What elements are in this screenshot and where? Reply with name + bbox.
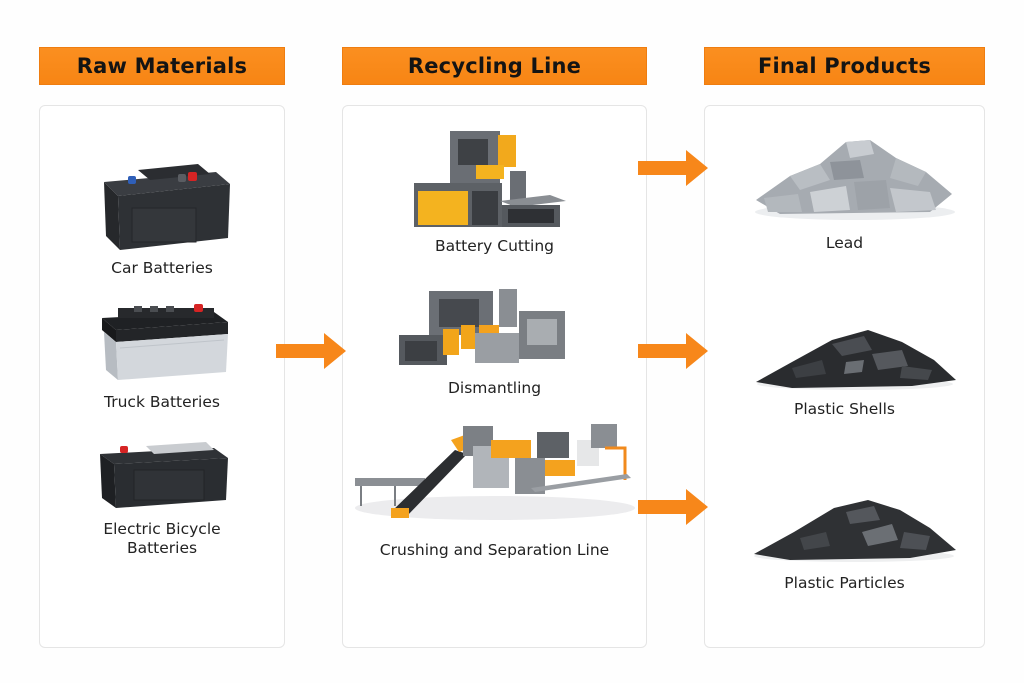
arrow-to-plastic-particles-icon	[638, 489, 708, 525]
header-raw-materials: Raw Materials	[39, 47, 285, 85]
lead-pile-image	[755, 140, 955, 220]
arrow-to-lead-icon	[638, 150, 708, 186]
header-recycling-line: Recycling Line	[342, 47, 647, 85]
car-battery-image	[104, 164, 230, 250]
header-final-products: Final Products	[704, 47, 985, 85]
label-dismantling: Dismantling	[447, 379, 542, 397]
truck-battery-image	[102, 304, 228, 380]
crushing-line-image	[355, 424, 635, 520]
ebike-battery-image	[100, 442, 228, 508]
label-plastic-shells: Plastic Shells	[794, 400, 895, 418]
label-car-batteries: Car Batteries	[111, 259, 213, 277]
arrow-raw-to-recycling-icon	[276, 333, 346, 369]
label-ebike-batteries-line2: Batteries	[126, 539, 198, 557]
arrow-to-plastic-shells-icon	[638, 333, 708, 369]
label-crushing-separation: Crushing and Separation Line	[379, 541, 610, 559]
plastic-particles-pile-image	[754, 500, 956, 562]
label-ebike-batteries-line1: Electric Bicycle	[103, 520, 221, 538]
label-lead: Lead	[825, 234, 864, 252]
label-plastic-particles: Plastic Particles	[784, 574, 905, 592]
label-battery-cutting: Battery Cutting	[434, 237, 555, 255]
cutting-machine-image	[414, 131, 566, 227]
label-truck-batteries: Truck Batteries	[104, 393, 220, 411]
plastic-shells-pile-image	[756, 330, 956, 390]
dismantling-machine-image	[399, 289, 565, 365]
